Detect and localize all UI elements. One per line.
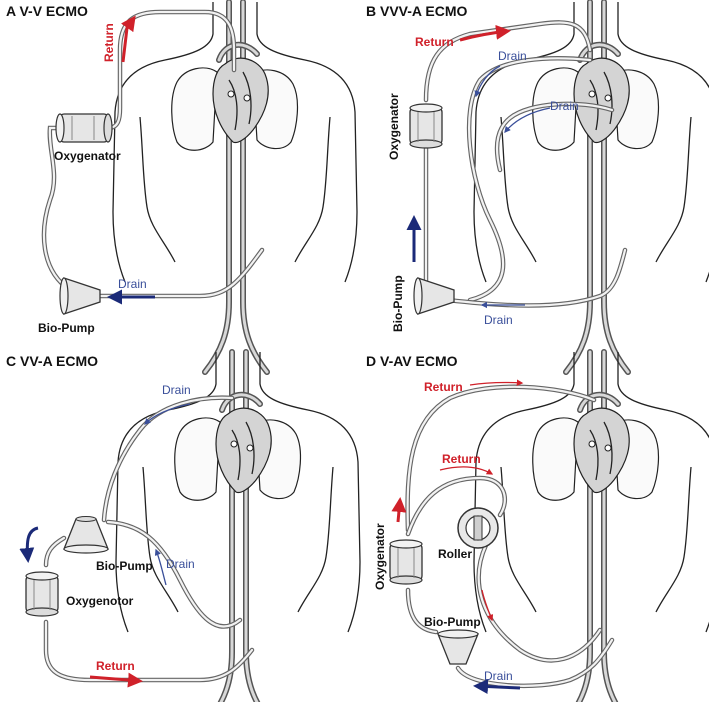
bio-pump-device-d	[437, 629, 479, 665]
oxygenator-device-c	[25, 571, 59, 617]
oxygenator-label-a: Oxygenator	[54, 149, 121, 163]
panel-c: C VV-A ECMO Drain Bio-Pump Drain Oxygeno…	[6, 352, 360, 702]
panel-a-title: A V-V ECMO	[6, 3, 88, 19]
oxygenator-label-c: Oxygenotor	[66, 594, 134, 608]
bio-pump-device-b	[413, 277, 455, 315]
drain-upper-label-b: Drain	[498, 49, 527, 63]
drain-lower-label-b: Drain	[550, 99, 579, 113]
bio-pump-device-a	[59, 277, 101, 315]
panel-b: B VVV-A ECMO Return Drain Drain Oxygenat…	[366, 2, 709, 372]
torso-c	[116, 352, 360, 702]
roller-label-d: Roller	[438, 547, 472, 561]
return-label-c: Return	[96, 659, 135, 673]
bio-pump-label-b: Bio-Pump	[391, 275, 405, 332]
return-arrow-c	[89, 672, 143, 688]
oxygenator-device-a	[55, 113, 113, 143]
panel-c-title: C VV-A ECMO	[6, 353, 98, 369]
drain-lower-arrow-b	[504, 107, 551, 133]
drain-mid-label-c: Drain	[166, 557, 195, 571]
oxygenator-device-b	[409, 103, 443, 149]
return-arrow-a	[120, 15, 136, 63]
return-top-arrow-d	[469, 379, 524, 386]
drain-label-a: Drain	[118, 277, 147, 291]
panel-b-title: B VVV-A ECMO	[366, 3, 467, 19]
bio-pump-label-d: Bio-Pump	[424, 615, 481, 629]
drain-top-label-c: Drain	[162, 383, 191, 397]
panel-d: D V-AV ECMO Return Return Oxygenator Rol…	[366, 352, 709, 702]
drain-bottom-label-b: Drain	[484, 313, 513, 327]
drain-top-arrow-c	[144, 403, 191, 425]
return-label-a: Return	[102, 23, 116, 62]
panel-a: A V-V ECMO Return Oxygenator Drain Bio-P…	[6, 2, 357, 372]
drain-mid-arrow-c	[154, 548, 167, 586]
return-top-label-d: Return	[424, 380, 463, 394]
torso-d	[474, 352, 709, 702]
oxygenator-label-b: Oxygenator	[387, 93, 401, 160]
panel-d-title: D V-AV ECMO	[366, 353, 458, 369]
oxygenator-return-arrow-d	[391, 497, 407, 523]
return-label-b: Return	[415, 35, 454, 49]
roller-return-arrow-d	[481, 589, 494, 622]
oxygenator-label-d: Oxygenator	[373, 523, 387, 590]
bio-pump-label-a: Bio-Pump	[38, 321, 95, 335]
return-mid-label-d: Return	[442, 452, 481, 466]
down-arrow-c	[19, 526, 39, 563]
drain-arrow-d	[473, 679, 521, 695]
drain-upper-arrow-b	[474, 65, 501, 98]
oxygenator-device-d	[389, 539, 423, 585]
bio-pump-device-c	[63, 515, 109, 554]
drain-label-d: Drain	[484, 669, 513, 683]
return-arrow-b	[459, 24, 511, 42]
bio-pump-label-c: Bio-Pump	[96, 559, 153, 573]
roller-device-d	[457, 507, 499, 549]
return-mid-arrow-d	[439, 466, 494, 475]
